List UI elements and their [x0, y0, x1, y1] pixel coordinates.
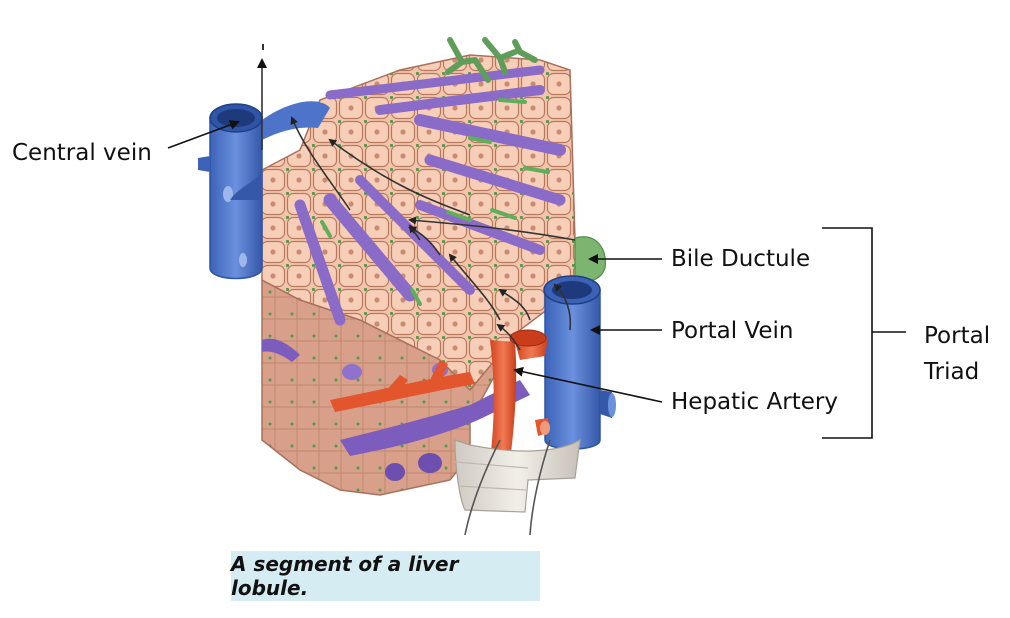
- side-face-vessels: [262, 338, 530, 481]
- flow-arrows: [257, 44, 576, 536]
- portal-vein: [543, 275, 616, 450]
- bile-canaliculi: [320, 98, 550, 306]
- caption-box: A segment of a liver lobule.: [231, 551, 540, 601]
- portal-triad-label-line2: Triad: [924, 359, 980, 385]
- portal-triad-label: Portal Triad: [924, 318, 990, 390]
- portal-triad-bracket: [822, 227, 906, 439]
- portal-triad-stalk: [454, 438, 581, 513]
- bile-duct-branches-top: [445, 37, 538, 83]
- central-vein: [198, 101, 330, 280]
- hepatic-artery: [490, 329, 550, 462]
- hepatic-artery-branches: [330, 360, 475, 412]
- caption-text: A segment of a liver lobule.: [231, 552, 459, 600]
- central-vein-label: Central vein: [12, 140, 152, 166]
- bile-ductule-label: Bile Ductule: [671, 246, 811, 272]
- label-pointers: [167, 120, 663, 403]
- portal-triad-label-line1: Portal: [924, 323, 991, 349]
- hepatic-artery-label: Hepatic Artery: [671, 389, 838, 415]
- portal-vein-label: Portal Vein: [671, 318, 794, 344]
